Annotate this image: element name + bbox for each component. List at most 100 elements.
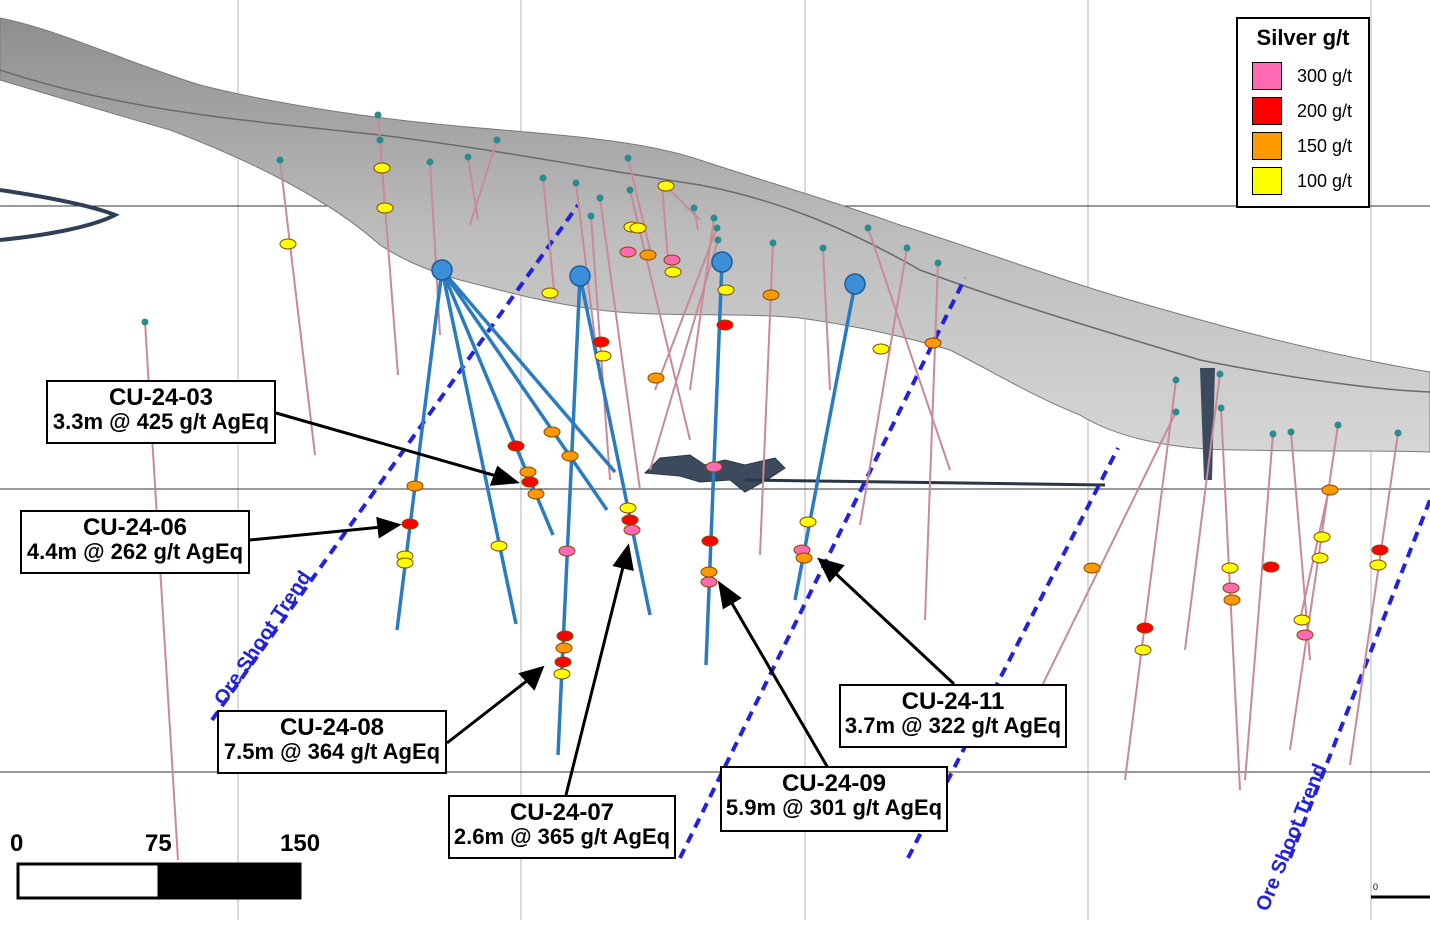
assay-intercept — [507, 440, 525, 452]
new-drillhole — [578, 275, 652, 616]
assay-intercept — [541, 287, 559, 299]
drillhole-collar — [864, 224, 872, 232]
assay-intercept — [554, 656, 572, 668]
legend-title: Silver g/t — [1256, 25, 1350, 50]
assay-intercept — [1296, 629, 1314, 641]
intercept-grade: 2.6m @ 365 g/t AgEq — [453, 824, 671, 850]
hole-id: CU-24-06 — [82, 514, 188, 541]
historic-drillhole — [867, 227, 951, 471]
drillhole-collar — [1172, 408, 1180, 416]
hole-id: CU-24-08 — [279, 714, 385, 741]
hole-id: CU-24-11 — [901, 688, 1005, 715]
drillhole-collar — [713, 224, 721, 232]
scale-label-150: 150 — [280, 830, 321, 857]
assay-intercept — [621, 514, 639, 526]
assay-intercept — [1321, 484, 1339, 496]
assay-intercept — [553, 668, 571, 680]
assay-intercept — [1293, 614, 1311, 626]
drillhole-collar-sphere — [844, 273, 866, 295]
assay-intercept — [527, 488, 545, 500]
historic-drillhole — [1290, 431, 1311, 661]
drillhole-collar — [903, 244, 911, 252]
legend-label: 150 g/t — [1297, 135, 1353, 156]
assay-intercept — [799, 516, 817, 528]
scale-bar — [16, 862, 302, 900]
assay-intercept — [1371, 544, 1389, 556]
drillhole-collar — [1216, 370, 1224, 378]
historic-drillhole — [859, 247, 908, 526]
legend-label: 200 g/t — [1297, 100, 1353, 121]
drillhole-collar — [690, 204, 698, 212]
callout-cu-24-11: CU-24-11 3.7m @ 322 g/t AgEq — [839, 684, 1067, 748]
assay-intercept — [1134, 644, 1152, 656]
historic-drillhole — [1349, 432, 1399, 766]
legend-item: 300 g/t — [1252, 61, 1352, 91]
hole-id: CU-24-07 — [509, 799, 615, 826]
drillhole-collar — [1269, 430, 1277, 438]
historic-drillhole — [279, 159, 316, 456]
assay-intercept — [396, 557, 414, 569]
historic-drillhole — [1124, 379, 1177, 781]
historic-drillhole — [1039, 411, 1177, 691]
drillhole-collar-sphere — [431, 259, 453, 281]
drillhole-collar — [1217, 404, 1225, 412]
historic-drillhole — [1184, 373, 1221, 651]
assay-intercept — [619, 246, 637, 258]
corner-label: 0 — [1373, 882, 1379, 892]
scale-label-0: 0 — [10, 830, 24, 857]
assay-intercept — [629, 222, 647, 234]
historic-drillhole — [542, 177, 556, 301]
historic-drillhole — [379, 139, 386, 211]
assay-intercept — [594, 350, 612, 362]
drillhole-collar — [1172, 376, 1180, 384]
intercept-grade: 5.9m @ 301 g/t AgEq — [725, 795, 943, 821]
shaft-structure — [1200, 368, 1215, 480]
assay-intercept — [1136, 622, 1154, 634]
surface-ridge — [0, 69, 1430, 393]
drillhole-collar — [374, 111, 382, 119]
new-drillhole — [440, 269, 518, 625]
scale-label-75: 75 — [145, 830, 172, 857]
assay-intercept — [705, 461, 723, 473]
assay-intercept — [1222, 582, 1240, 594]
assay-intercept — [558, 545, 576, 557]
assay-intercept — [700, 566, 718, 578]
legend-item: 200 g/t — [1252, 96, 1352, 126]
assay-intercept — [647, 372, 665, 384]
assay-intercept — [701, 535, 719, 547]
new-drillhole — [440, 268, 617, 474]
drillhole-collar — [624, 154, 632, 162]
callout-cu-24-06: CU-24-06 4.4m @ 262 g/t AgEq — [20, 510, 250, 574]
historic-drillhole — [661, 184, 669, 261]
legend-swatch — [1252, 167, 1282, 195]
assay-intercept — [795, 552, 813, 564]
drillhole-collar — [934, 259, 942, 267]
drillhole-collar — [464, 153, 472, 161]
new-drillhole — [556, 275, 582, 756]
legend-swatch — [1252, 62, 1282, 90]
intercept-grade: 7.5m @ 364 g/t AgEq — [223, 739, 441, 765]
assay-intercept — [1262, 561, 1280, 573]
historic-drillhole — [654, 227, 718, 391]
new-drillholes — [395, 251, 866, 756]
callout-cu-24-09: CU-24-09 5.9m @ 301 g/t AgEq — [720, 766, 948, 832]
legend-swatch — [1252, 132, 1282, 160]
assay-intercept — [924, 337, 942, 349]
historic-drillhole — [649, 239, 719, 471]
drillhole-collar-sphere — [569, 265, 591, 287]
assay-intercept — [1369, 559, 1387, 571]
historic-drillhole — [822, 247, 831, 391]
drillhole-collar — [714, 236, 722, 244]
drillhole-collar — [819, 244, 827, 252]
hole-id: CU-24-09 — [781, 770, 887, 797]
callout-arrows — [249, 411, 956, 796]
drillhole-collar — [276, 156, 284, 164]
drillhole-collar — [572, 179, 580, 187]
assay-intercept — [490, 540, 508, 552]
assay-intercept — [664, 266, 682, 278]
legend-item: 150 g/t — [1252, 131, 1352, 161]
historic-drillhole — [627, 157, 651, 251]
hole-id: CU-24-03 — [108, 384, 214, 411]
drillhole-collar — [1334, 421, 1342, 429]
historic-drillhole — [590, 215, 611, 481]
